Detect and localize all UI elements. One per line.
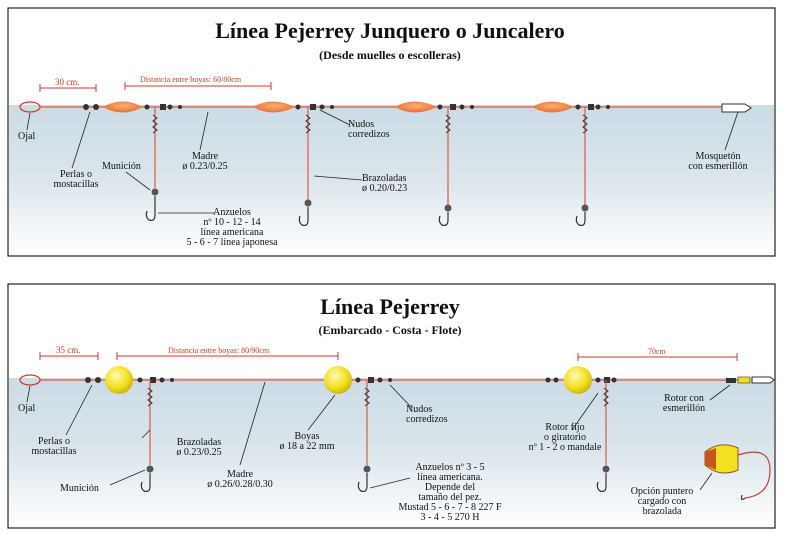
bottom-ojal <box>19 374 41 386</box>
bottom-leaders <box>26 381 731 491</box>
top-pearl <box>93 104 99 110</box>
bottom-pearl <box>95 377 101 383</box>
top-float <box>103 101 143 113</box>
bottom-water <box>9 378 774 527</box>
bottom-title: Línea Pejerrey <box>320 294 460 319</box>
top-dim-boyas: Distancia entre boyas: 60/80cm <box>140 75 242 84</box>
top-label-municion: Munición <box>102 161 141 172</box>
bottom-dimensions <box>39 352 738 361</box>
bottom-ball-float <box>105 366 133 394</box>
top-hooks <box>145 196 586 227</box>
top-knots <box>144 104 610 110</box>
bottom-dim-70: 70cm <box>648 347 666 356</box>
top-float <box>395 101 437 113</box>
bottom-dim-35: 35 cm. <box>56 345 81 355</box>
top-springs <box>152 114 588 134</box>
bottom-ball-float <box>564 366 592 394</box>
bottom-subtitle: (Embarcado - Costa - Flote) <box>318 323 462 337</box>
bottom-pearl <box>85 377 91 383</box>
top-float <box>532 101 574 113</box>
top-dim-30: 30 cm. <box>55 77 80 87</box>
top-municion <box>151 188 589 212</box>
top-subtitle: (Desde muelles o escolleras) <box>319 48 461 62</box>
top-dimensions <box>39 82 272 92</box>
top-mosqueton <box>721 103 752 113</box>
bottom-label-ojal: Ojal <box>18 403 36 414</box>
top-title: Línea Pejerrey Junquero o Juncalero <box>215 18 565 43</box>
bottom-ball-float <box>324 366 352 394</box>
top-ojal <box>19 101 41 113</box>
bottom-branches <box>149 380 607 465</box>
bottom-label-municion: Munición <box>60 483 99 494</box>
bottom-knots <box>137 377 617 383</box>
top-leaders <box>26 109 739 214</box>
opcion-puntero-figure <box>704 444 771 501</box>
top-label-ojal: Ojal <box>18 131 36 142</box>
top-pearl <box>83 104 89 110</box>
bottom-dim-boyas: Distancia entre boyas: 80/90cm <box>168 346 270 355</box>
top-float <box>253 101 295 113</box>
bottom-municion <box>146 465 610 473</box>
bottom-rotor-esmerillon <box>726 376 775 384</box>
bottom-hooks <box>140 473 607 493</box>
bottom-springs <box>147 387 609 407</box>
